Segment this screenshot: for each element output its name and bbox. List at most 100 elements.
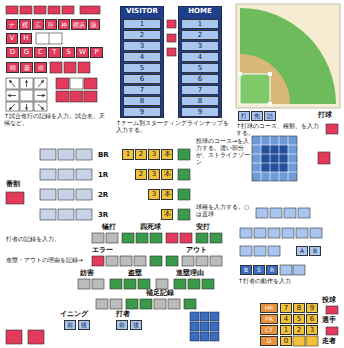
order-key: 2 [181,30,219,40]
key-label: 7 [140,87,144,94]
position-key: D [6,47,19,58]
key-label: 広 [35,22,41,28]
key-label: 巨 [48,22,54,28]
key-label: 4 [198,54,202,61]
section-label: 進塁理由 [176,269,216,277]
order-key: 6 [181,74,219,84]
key-label: 1 [126,151,130,158]
section-label: アウト [186,246,216,254]
key-label: C [38,49,43,56]
key-label: 前 [119,322,125,328]
key-label: 打 [241,113,247,119]
key-label: 晴 [10,65,16,71]
position-key: T [48,47,61,58]
key-label: 5 [198,65,202,72]
base-key: 2 [135,169,147,180]
side-key: H [20,33,32,44]
key-label: 3 [310,327,314,334]
key-label: 後 [81,322,87,328]
order-key: 3 [181,41,219,51]
caption: ↑打者の動作を入力 [238,278,320,285]
letter-key: D [260,336,278,346]
action-key: B [309,246,321,256]
half-key: 後 [78,320,90,330]
order-key: 2 [123,30,161,40]
key-label: 2 [139,171,143,178]
caption: ↑試合進行の記録を入力。試合名、天候など。 [4,113,108,127]
key-label: G [24,49,29,56]
key-label: 6 [310,316,314,323]
column-heading: HOME [179,8,221,15]
half-key: 後 [130,320,142,330]
key-label: B [313,248,317,254]
key-label: ナ [9,22,15,28]
caption: 打者の記録を入力。 [6,236,90,243]
team-key: 広 [32,19,44,30]
action-key: A [296,246,308,256]
team-key: 横 [19,19,31,30]
count-key: R [266,265,278,275]
key-label: 3 [198,43,202,50]
key-label: 1 [140,21,144,28]
section-label: 妨害 [80,269,104,277]
position-key: G [20,47,33,58]
count-key: S [253,265,265,275]
key-label: 3 [152,171,156,178]
team-key: 巨 [45,19,57,30]
key-label: 先 [254,113,260,119]
key-label: 8 [297,305,301,312]
key-label: 曇 [24,65,30,71]
key-label: 2 [140,32,144,39]
key-label: 3 [152,191,156,198]
side-key: V [6,33,18,44]
team-key: ナ [6,19,18,30]
base-key: 3 [148,169,160,180]
key-label: S [66,49,70,56]
key-label: R [270,267,274,273]
number-key: 8 [293,303,305,313]
key-label: P [94,49,98,56]
key-label: T [52,49,56,56]
number-key: 2 [293,325,305,335]
number-key: 5 [293,314,305,324]
position-key: W [76,47,89,58]
key-label: 3 [152,151,156,158]
key-label: 6 [140,76,144,83]
caption: ↑チーム別スターティングラインナップを入力する。 [116,120,234,134]
key-label: 2 [297,327,301,334]
number-key: 0 [280,336,292,346]
section-label: イニング [60,310,100,318]
order-key: 6 [123,74,161,84]
hit-type-key: 先 [251,111,263,121]
order-key: 7 [181,85,219,95]
key-label: 9 [198,109,202,116]
key-label: 8 [140,98,144,105]
key-label: 本 [164,171,171,178]
section-label: エラー [92,246,122,254]
number-key: 9 [306,303,318,313]
order-key: 8 [123,96,161,106]
base-key: 本 [161,209,173,220]
key-label: 7 [198,87,202,94]
order-key: 8 [181,96,219,106]
key-label: HR [265,305,274,311]
section-label: 投球 [322,296,342,304]
column-heading: VISITOR [121,8,163,15]
order-key: 7 [123,85,161,95]
key-label: 横 [22,22,28,28]
key-label: PR [265,316,273,322]
key-label: B [244,267,248,273]
key-label: 7 [284,305,288,312]
row-label: 3R [98,211,118,219]
lineup-column: HOME123456789 [178,6,222,118]
key-label: 雨 [38,65,44,71]
weather-key: 晴 [6,62,19,73]
section-label: 犠打 [102,223,126,231]
key-label: 6 [198,76,202,83]
row-label: 2R [98,191,118,199]
section-label: 選手 [322,316,342,324]
section-label: 安打 [196,223,220,231]
key-label: H [23,35,28,42]
key-label: 詰 [267,113,273,119]
key-label: 神 [61,22,67,28]
